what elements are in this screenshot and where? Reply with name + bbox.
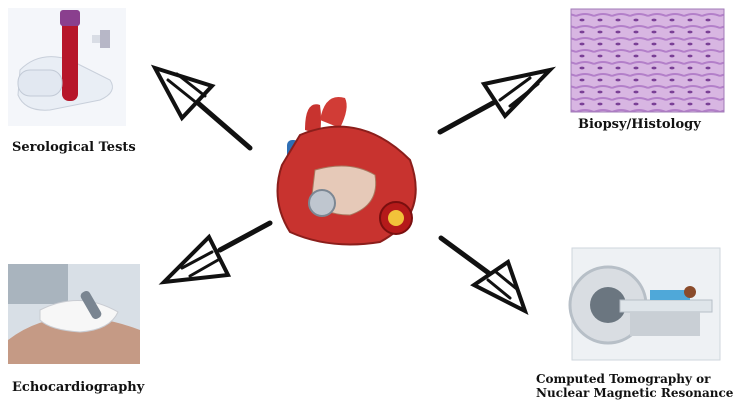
serological-tests-label: Serological Tests xyxy=(12,140,136,155)
arrow-to-echocardiography xyxy=(164,223,270,282)
echocardiography-label: Echocardiography xyxy=(12,380,144,395)
serological-tests-image xyxy=(8,8,126,126)
ct-label-line1: Computed Tomography or xyxy=(536,372,733,386)
tube-cap-icon xyxy=(60,10,80,26)
echocardiography-image xyxy=(8,264,140,364)
arrow-to-serology xyxy=(155,68,250,148)
biopsy-histology-label: Biopsy/Histology xyxy=(578,117,701,132)
ct-mri-label: Computed Tomography or Nuclear Magnetic … xyxy=(536,372,733,400)
ct-mri-image xyxy=(570,248,720,360)
blood-tube-icon xyxy=(62,15,78,101)
arrow-to-biopsy xyxy=(440,70,550,132)
ct-label-line2: Nuclear Magnetic Resonance xyxy=(536,386,733,400)
histology-image xyxy=(571,9,724,112)
arrow-to-ct-mri xyxy=(441,238,525,311)
heart-image xyxy=(278,97,416,245)
